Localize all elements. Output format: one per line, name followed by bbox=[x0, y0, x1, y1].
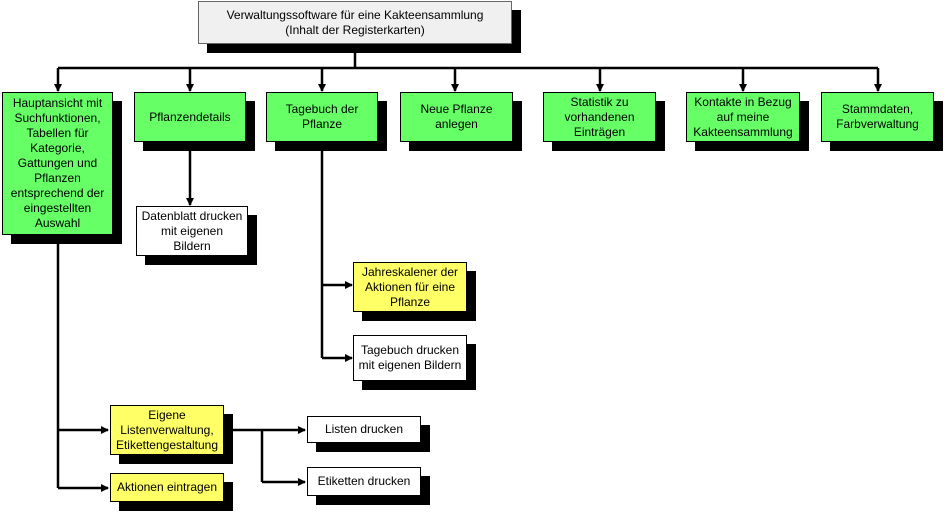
node-pflanzendetails-label: Pflanzendetails bbox=[149, 109, 231, 124]
node-listen-drucken: Listen drucken bbox=[307, 416, 421, 443]
node-aktionen-label: Aktionen eintragen bbox=[116, 480, 218, 494]
node-etiketten-drucken: Etiketten drucken bbox=[307, 467, 421, 496]
node-kontakte: Kontakte in Bezug auf meine Kakteensamml… bbox=[686, 92, 800, 142]
node-etiketten-drucken-label: Etiketten drucken bbox=[317, 474, 411, 488]
node-stammdaten: Stammdaten, Farbverwaltung bbox=[821, 92, 934, 142]
node-pflanzendetails: Pflanzendetails bbox=[134, 92, 246, 142]
node-tagebuch: Tagebuch der Pflanze bbox=[266, 92, 378, 142]
node-aktionen: Aktionen eintragen bbox=[110, 473, 224, 502]
node-jahreskalender: Jahreskalener der Aktionen für eine Pfla… bbox=[353, 262, 467, 312]
node-listenverwaltung: Eigene Listenverwaltung, Etikettengestal… bbox=[110, 405, 224, 455]
node-neue-pflanze: Neue Pflanze anlegen bbox=[400, 92, 513, 142]
node-tagebuch-drucken: Tagebuch drucken mit eigenen Bildern bbox=[353, 335, 467, 381]
node-datenblatt-label: Datenblatt drucken mit eigenen Bildern bbox=[141, 208, 243, 253]
node-kontakte-label: Kontakte in Bezug auf meine Kakteensamml… bbox=[693, 94, 793, 139]
node-statistik-label: Statistik zu vorhandenen Einträgen bbox=[564, 94, 635, 139]
node-listenverwaltung-label: Eigene Listenverwaltung, Etikettengestal… bbox=[115, 407, 219, 452]
root-node: Verwaltungssoftware für eine Kakteensamm… bbox=[198, 1, 512, 44]
node-listen-drucken-label: Listen drucken bbox=[324, 422, 404, 436]
node-tagebuch-label: Tagebuch der Pflanze bbox=[285, 102, 359, 131]
node-neue-pflanze-label: Neue Pflanze anlegen bbox=[420, 102, 493, 131]
node-tagebuch-drucken-label: Tagebuch drucken mit eigenen Bildern bbox=[358, 343, 462, 372]
node-hauptansicht: Hauptansicht mit Suchfunktionen, Tabelle… bbox=[2, 92, 113, 235]
node-jahreskalender-label: Jahreskalener der Aktionen für eine Pfla… bbox=[361, 264, 459, 309]
node-hauptansicht-label: Hauptansicht mit Suchfunktionen, Tabelle… bbox=[10, 96, 105, 230]
root-label: Verwaltungssoftware für eine Kakteensamm… bbox=[226, 7, 484, 37]
node-statistik: Statistik zu vorhandenen Einträgen bbox=[543, 92, 656, 142]
node-stammdaten-label: Stammdaten, Farbverwaltung bbox=[836, 102, 919, 131]
node-datenblatt: Datenblatt drucken mit eigenen Bildern bbox=[136, 206, 248, 256]
